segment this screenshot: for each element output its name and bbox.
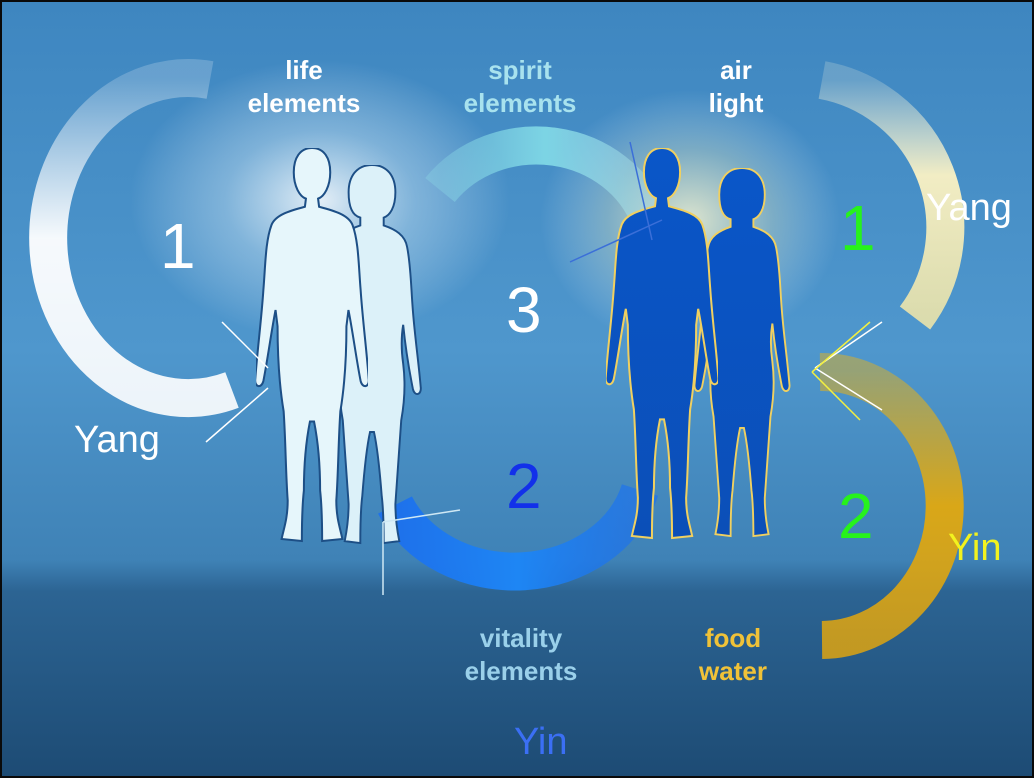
number-right-2: 2 [838, 484, 874, 548]
yin-bottom-label: Yin [514, 722, 568, 762]
number-right-1: 1 [840, 196, 876, 260]
yin-right-label: Yin [948, 528, 1002, 568]
number-center-3: 3 [506, 278, 542, 342]
number-left-1: 1 [160, 214, 196, 278]
number-center-2: 2 [506, 454, 542, 518]
yang-right-label: Yang [926, 188, 1012, 228]
yang-left-label: Yang [74, 420, 160, 460]
